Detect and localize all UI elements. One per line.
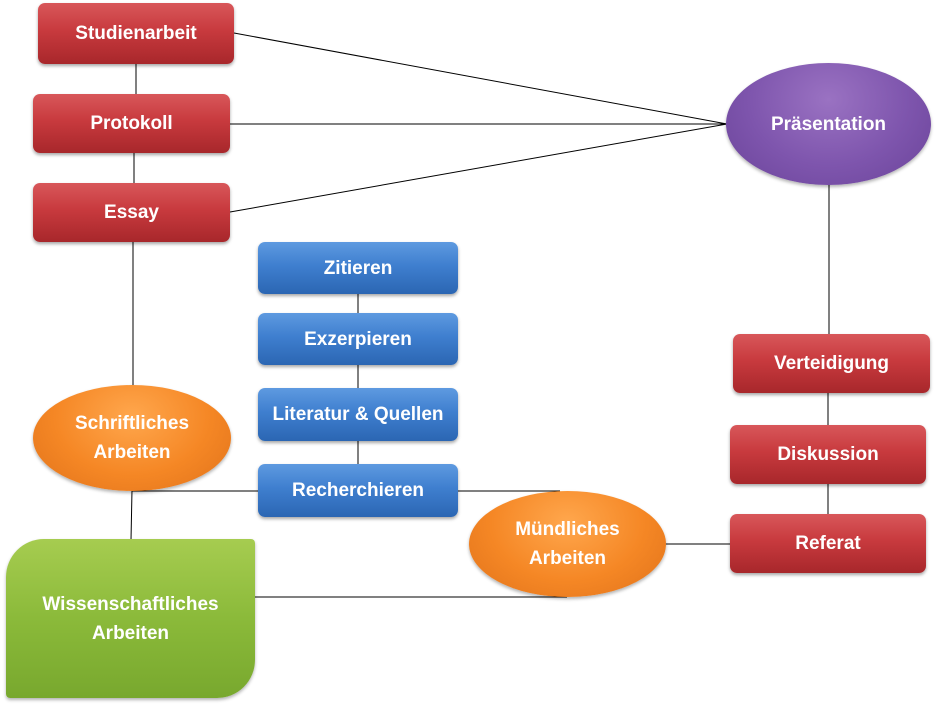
- node-label: Verteidigung: [773, 353, 890, 374]
- node-label: Literatur & Quellen: [272, 404, 444, 425]
- node-praesentation[interactable]: Präsentation: [726, 63, 931, 185]
- node-literatur-quellen[interactable]: Literatur & Quellen: [258, 388, 458, 441]
- node-label-line-2: Arbeiten: [93, 442, 171, 463]
- node-label: Präsentation: [770, 113, 887, 135]
- node-essay[interactable]: Essay: [33, 183, 230, 242]
- node-label: Studienarbeit: [75, 23, 197, 44]
- connector-essay-praesentation: [229, 123, 728, 213]
- node-referat[interactable]: Referat: [730, 514, 926, 573]
- node-label: Exzerpieren: [304, 328, 412, 350]
- node-label-line-1: Mündliches: [515, 519, 620, 540]
- node-recherchieren[interactable]: Recherchieren: [258, 464, 458, 517]
- connector-studienarbeit-praesentation: [233, 32, 728, 125]
- node-muendliches-arbeiten[interactable]: Mündliches Arbeiten: [469, 491, 666, 597]
- node-studienarbeit[interactable]: Studienarbeit: [38, 3, 234, 64]
- node-exzerpieren[interactable]: Exzerpieren: [258, 313, 458, 365]
- connector-schriftliches-wissenschaftliches: [130, 489, 133, 541]
- node-label: Diskussion: [777, 444, 879, 465]
- node-label-line-1: Wissenschaftliches: [42, 593, 219, 615]
- node-label-line-2: Arbeiten: [528, 548, 607, 569]
- node-schriftliches-arbeiten[interactable]: Schriftliches Arbeiten: [33, 385, 231, 491]
- node-label: Zitieren: [323, 257, 393, 279]
- node-label: Recherchieren: [291, 480, 424, 501]
- node-label-line-1: Schriftliches: [74, 413, 190, 434]
- node-label: Referat: [795, 533, 861, 554]
- node-wissenschaftliches-arbeiten[interactable]: Wissenschaftliches Arbeiten: [6, 539, 255, 698]
- node-diskussion[interactable]: Diskussion: [730, 425, 926, 484]
- node-label-line-2: Arbeiten: [91, 622, 170, 644]
- node-label: Protokoll: [90, 113, 173, 134]
- node-label: Essay: [104, 202, 159, 223]
- node-zitieren[interactable]: Zitieren: [258, 242, 458, 294]
- node-verteidigung[interactable]: Verteidigung: [733, 334, 930, 393]
- node-protokoll[interactable]: Protokoll: [33, 94, 230, 153]
